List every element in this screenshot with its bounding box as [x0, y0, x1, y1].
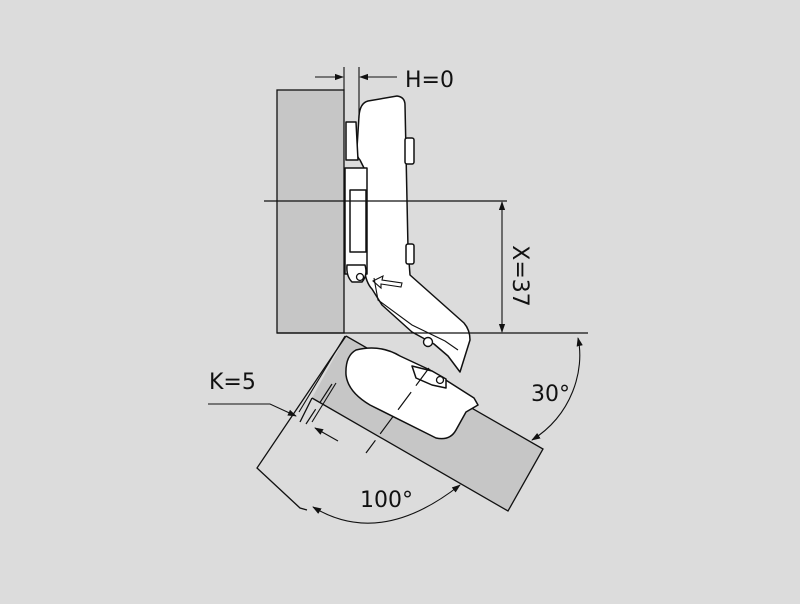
x-label: X=37 — [507, 245, 532, 307]
adjustment-screw-top — [404, 137, 415, 165]
adjustment-screw-bottom — [405, 243, 415, 265]
k-extension-outer — [298, 335, 346, 413]
arm-arrow-symbol — [372, 274, 403, 290]
door-open-outline — [256, 335, 347, 511]
angle-100-label: 100° — [360, 488, 413, 513]
hinge-rivet — [422, 336, 434, 348]
angle-100-arc — [312, 484, 461, 524]
k-dimension-arrow-inner — [314, 427, 339, 442]
hinge-arm-inner — [373, 277, 459, 351]
cabinet-side-panel — [276, 89, 345, 334]
cup-rivet — [435, 375, 445, 385]
hinge-arm — [356, 95, 471, 373]
mounting-plate-inner — [349, 189, 367, 253]
k-label: K=5 — [209, 370, 256, 395]
k-leader-line — [208, 403, 297, 417]
center-line-cup — [365, 367, 430, 454]
h-label: H=0 — [405, 68, 454, 93]
hinge-cup — [345, 347, 479, 440]
angle-30-label: 30° — [531, 382, 570, 407]
center-line-door — [305, 383, 333, 425]
angle-30-arc — [531, 337, 583, 441]
plate-screw — [355, 272, 365, 282]
mounting-plate-cap — [345, 121, 359, 161]
k-extension-inner — [311, 382, 337, 423]
door-open-edge — [299, 397, 313, 423]
